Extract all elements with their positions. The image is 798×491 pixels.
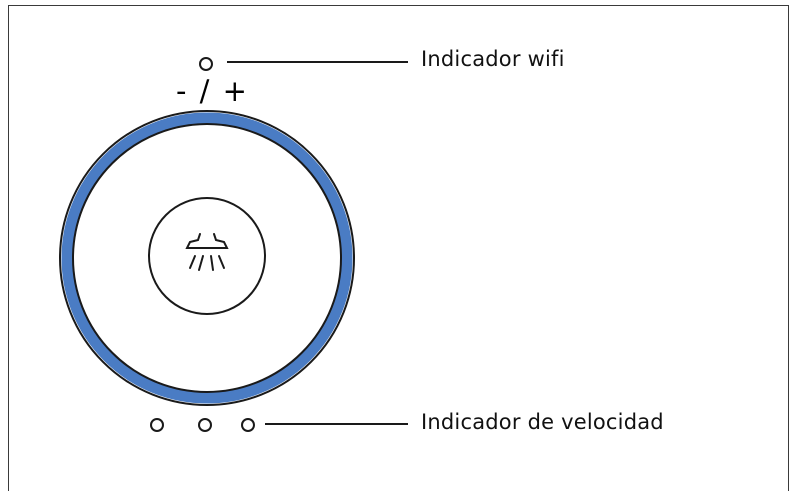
shower-head-icon <box>185 233 229 271</box>
speed-indicator-led-3 <box>241 418 255 432</box>
speed-indicator-led-1 <box>150 418 164 432</box>
speed-indicator-label: Indicador de velocidad <box>421 410 664 434</box>
adjust-symbol: - / + <box>176 74 249 108</box>
wifi-indicator-led <box>199 57 213 71</box>
center-button[interactable] <box>148 197 266 315</box>
diagram-frame <box>8 5 789 491</box>
speed-indicator-led-2 <box>198 418 212 432</box>
outer-ring-outline <box>59 110 355 406</box>
wifi-indicator-label: Indicador wifi <box>421 47 565 71</box>
adjust-ring[interactable] <box>61 112 353 404</box>
